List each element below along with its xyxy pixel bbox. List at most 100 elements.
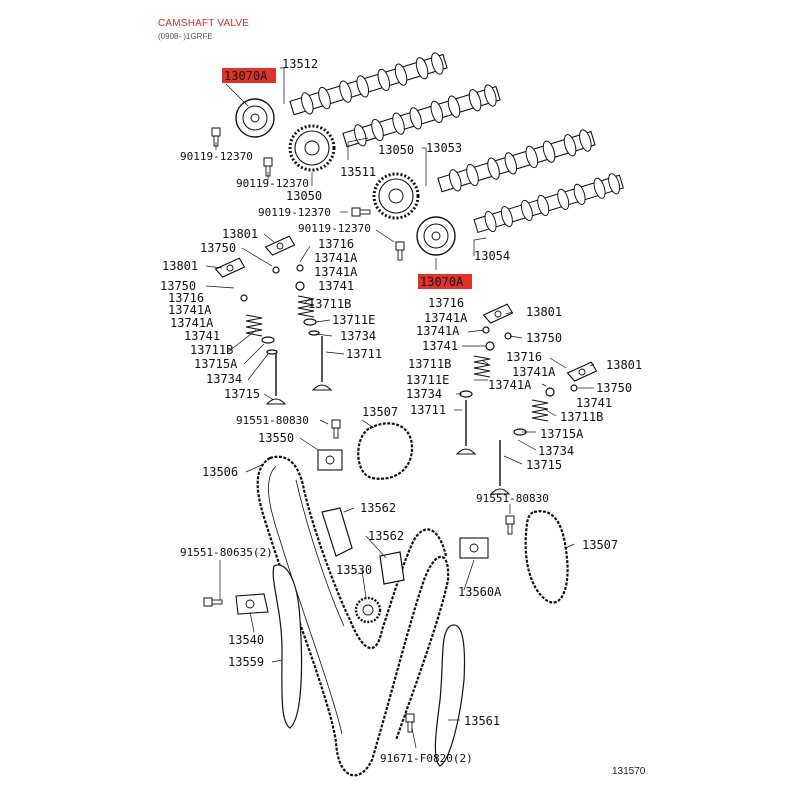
- chain-guide-13561: [434, 624, 466, 767]
- label-13801-c[interactable]: 13801: [526, 305, 562, 319]
- label-13050-a[interactable]: 13050: [378, 143, 414, 157]
- label-13711b-a[interactable]: 13711B: [308, 297, 351, 311]
- label-13711-a[interactable]: 13711: [346, 347, 382, 361]
- label-90119-12370-b[interactable]: 90119-12370: [236, 177, 309, 190]
- label-13054[interactable]: 13054: [474, 249, 510, 263]
- label-91551-80635[interactable]: 91551-80635(2): [180, 546, 273, 559]
- label-13734-c[interactable]: 13734: [406, 387, 442, 401]
- label-13716-a[interactable]: 13716: [318, 237, 354, 251]
- label-13750-d[interactable]: 13750: [596, 381, 632, 395]
- label-13741a-b[interactable]: 13741A: [314, 265, 358, 279]
- label-13070a-bottom[interactable]: 13070A: [420, 275, 464, 289]
- label-13715a-a[interactable]: 13715A: [194, 357, 238, 371]
- label-13560a[interactable]: 13560A: [458, 585, 502, 599]
- seal-13711e: [303, 318, 317, 326]
- lash-13741a-a: [296, 264, 304, 272]
- retainer-13741-c: [485, 341, 495, 351]
- label-13734-a[interactable]: 13734: [340, 329, 376, 343]
- bolt-91671-f0820: [405, 713, 415, 733]
- label-13741a-c[interactable]: 13741A: [168, 303, 212, 317]
- adjuster-13750-a: [272, 266, 280, 274]
- label-13750-a[interactable]: 13750: [200, 241, 236, 255]
- spring-13711b-d: [531, 399, 549, 422]
- label-13561[interactable]: 13561: [464, 714, 500, 728]
- label-13741-a[interactable]: 13741: [318, 279, 354, 293]
- label-13550[interactable]: 13550: [258, 431, 294, 445]
- spring-13711b-c: [473, 355, 491, 378]
- label-13711b-b[interactable]: 13711B: [190, 343, 233, 357]
- label-13711e-a[interactable]: 13711E: [332, 313, 375, 327]
- highlight-13070a-top: [222, 68, 276, 83]
- lash-13741a-b: [240, 294, 248, 302]
- label-13559[interactable]: 13559: [228, 655, 264, 669]
- label-13741-c[interactable]: 13741: [422, 339, 458, 353]
- diagram-subtitle: (0908- )1GRFE: [158, 32, 213, 41]
- label-13741a-a[interactable]: 13741A: [314, 251, 358, 265]
- label-13716-c[interactable]: 13716: [428, 296, 464, 310]
- label-13711e-b[interactable]: 13711E: [406, 373, 449, 387]
- label-13715-a[interactable]: 13715: [224, 387, 260, 401]
- label-13750-c[interactable]: 13750: [526, 331, 562, 345]
- timing-chain-13506-inner: [268, 465, 345, 735]
- label-91551-80830-b[interactable]: 91551-80830: [476, 492, 549, 505]
- chain-13507-a: [357, 422, 414, 480]
- label-90119-12370-d[interactable]: 90119-12370: [298, 222, 371, 235]
- label-13562-a[interactable]: 13562: [360, 501, 396, 515]
- label-13801-a[interactable]: 13801: [222, 227, 258, 241]
- chain-damper-13562-b: [379, 551, 405, 585]
- label-90119-12370-c[interactable]: 90119-12370: [258, 206, 331, 219]
- bolt-90119-12370-c: [351, 207, 371, 217]
- label-13734-b[interactable]: 13734: [206, 372, 242, 386]
- label-13530[interactable]: 13530: [336, 563, 372, 577]
- bolt-91551-80635: [203, 597, 223, 607]
- label-91671-f0820[interactable]: 91671-F0820(2): [380, 752, 473, 765]
- diagram-title: CAMSHAFT VALVE: [158, 18, 250, 29]
- label-13070a-top[interactable]: 13070A: [224, 69, 268, 83]
- valve-13715: [266, 349, 286, 405]
- label-13715-b[interactable]: 13715: [526, 458, 562, 472]
- label-13512[interactable]: 13512: [282, 57, 318, 71]
- label-13711b-c[interactable]: 13711B: [408, 357, 451, 371]
- tensioner-13550: [317, 449, 343, 471]
- label-13050-b[interactable]: 13050: [286, 189, 322, 203]
- label-13506[interactable]: 13506: [202, 465, 238, 479]
- timing-chain-13506: [256, 455, 450, 777]
- label-13511[interactable]: 13511: [340, 165, 376, 179]
- label-13716-b[interactable]: 13716: [168, 291, 204, 305]
- label-13741a-g[interactable]: 13741A: [512, 365, 556, 379]
- camshaft-timing-gear-13070a-top: [235, 98, 275, 138]
- label-13741a-d[interactable]: 13741A: [170, 316, 214, 330]
- part-labels: 13070A 13512 90119-12370 90119-12370 135…: [160, 57, 642, 765]
- label-13507-b[interactable]: 13507: [582, 538, 618, 552]
- label-13711b-d[interactable]: 13711B: [560, 410, 603, 424]
- label-13750-b[interactable]: 13750: [160, 279, 196, 293]
- chain-13507-b: [524, 510, 569, 604]
- label-13716-d[interactable]: 13716: [506, 350, 542, 364]
- spring-13711b-b: [245, 314, 263, 337]
- label-13562-b[interactable]: 13562: [368, 529, 404, 543]
- label-13540[interactable]: 13540: [228, 633, 264, 647]
- camshaft-sprocket-13050-b: [372, 172, 420, 220]
- label-13801-d[interactable]: 13801: [606, 358, 642, 372]
- label-13711-b[interactable]: 13711: [410, 403, 446, 417]
- label-90119-12370-a[interactable]: 90119-12370: [180, 150, 253, 163]
- label-13741-b[interactable]: 13741: [184, 329, 220, 343]
- label-91551-80830-a[interactable]: 91551-80830: [236, 414, 309, 427]
- label-13741a-e[interactable]: 13741A: [424, 311, 468, 325]
- label-13741-d[interactable]: 13741: [576, 396, 612, 410]
- label-13741a-f[interactable]: 13741A: [416, 324, 460, 338]
- rocker-13801-c: [482, 303, 514, 325]
- crank-sprocket-13530: [354, 596, 382, 624]
- tensioner-13560a: [459, 537, 489, 559]
- label-13741a-h[interactable]: 13741A: [488, 378, 532, 392]
- label-13801-b[interactable]: 13801: [162, 259, 198, 273]
- camshaft-13053: [436, 127, 597, 197]
- label-13053[interactable]: 13053: [426, 141, 462, 155]
- retainer-13741-a: [295, 281, 305, 291]
- label-13507-a[interactable]: 13507: [362, 405, 398, 419]
- leader-lines: [205, 67, 595, 749]
- chain-damper-13562-a: [321, 507, 353, 557]
- label-13734-d[interactable]: 13734: [538, 444, 574, 458]
- label-13715a-b[interactable]: 13715A: [540, 427, 584, 441]
